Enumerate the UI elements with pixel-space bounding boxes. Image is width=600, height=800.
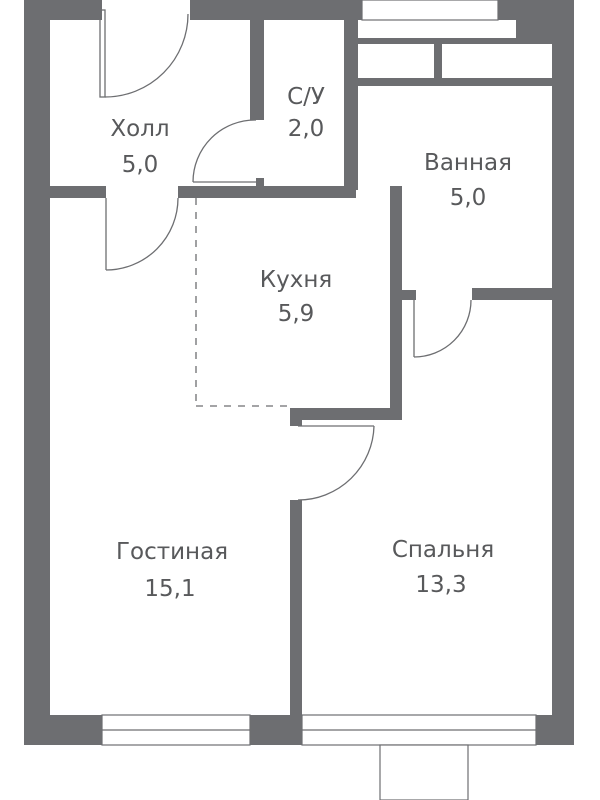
entrance-door [99, 9, 189, 98]
bathroom-door [413, 299, 472, 358]
interior-walls [50, 20, 552, 715]
room-area-wc: 2,0 [288, 116, 325, 142]
room-name-hall: Холл [110, 116, 169, 142]
living-door [105, 197, 179, 271]
bedroom-door [297, 425, 375, 501]
room-area-living: 15,1 [144, 576, 195, 602]
room-area-bedroom: 13,3 [415, 572, 466, 598]
room-name-bedroom: Спальня [392, 537, 494, 563]
room-name-kitchen: Кухня [260, 267, 332, 293]
ventilation-shafts [344, 0, 552, 86]
room-name-living: Гостиная [116, 539, 228, 565]
doors [99, 9, 472, 501]
balcony [379, 744, 469, 800]
room-name-wc: С/У [287, 84, 325, 110]
exterior-walls [24, 0, 574, 745]
room-area-hall: 5,0 [122, 152, 159, 178]
room-name-bathroom: Ванная [424, 150, 512, 176]
room-area-bathroom: 5,0 [450, 185, 487, 211]
windows [101, 714, 537, 800]
room-area-kitchen: 5,9 [278, 301, 315, 327]
wc-door [192, 119, 257, 183]
kitchen-zone [195, 198, 290, 408]
room-labels: Холл 5,0 С/У 2,0 Ванная 5,0 Кухня 5,9 Го… [110, 84, 512, 602]
